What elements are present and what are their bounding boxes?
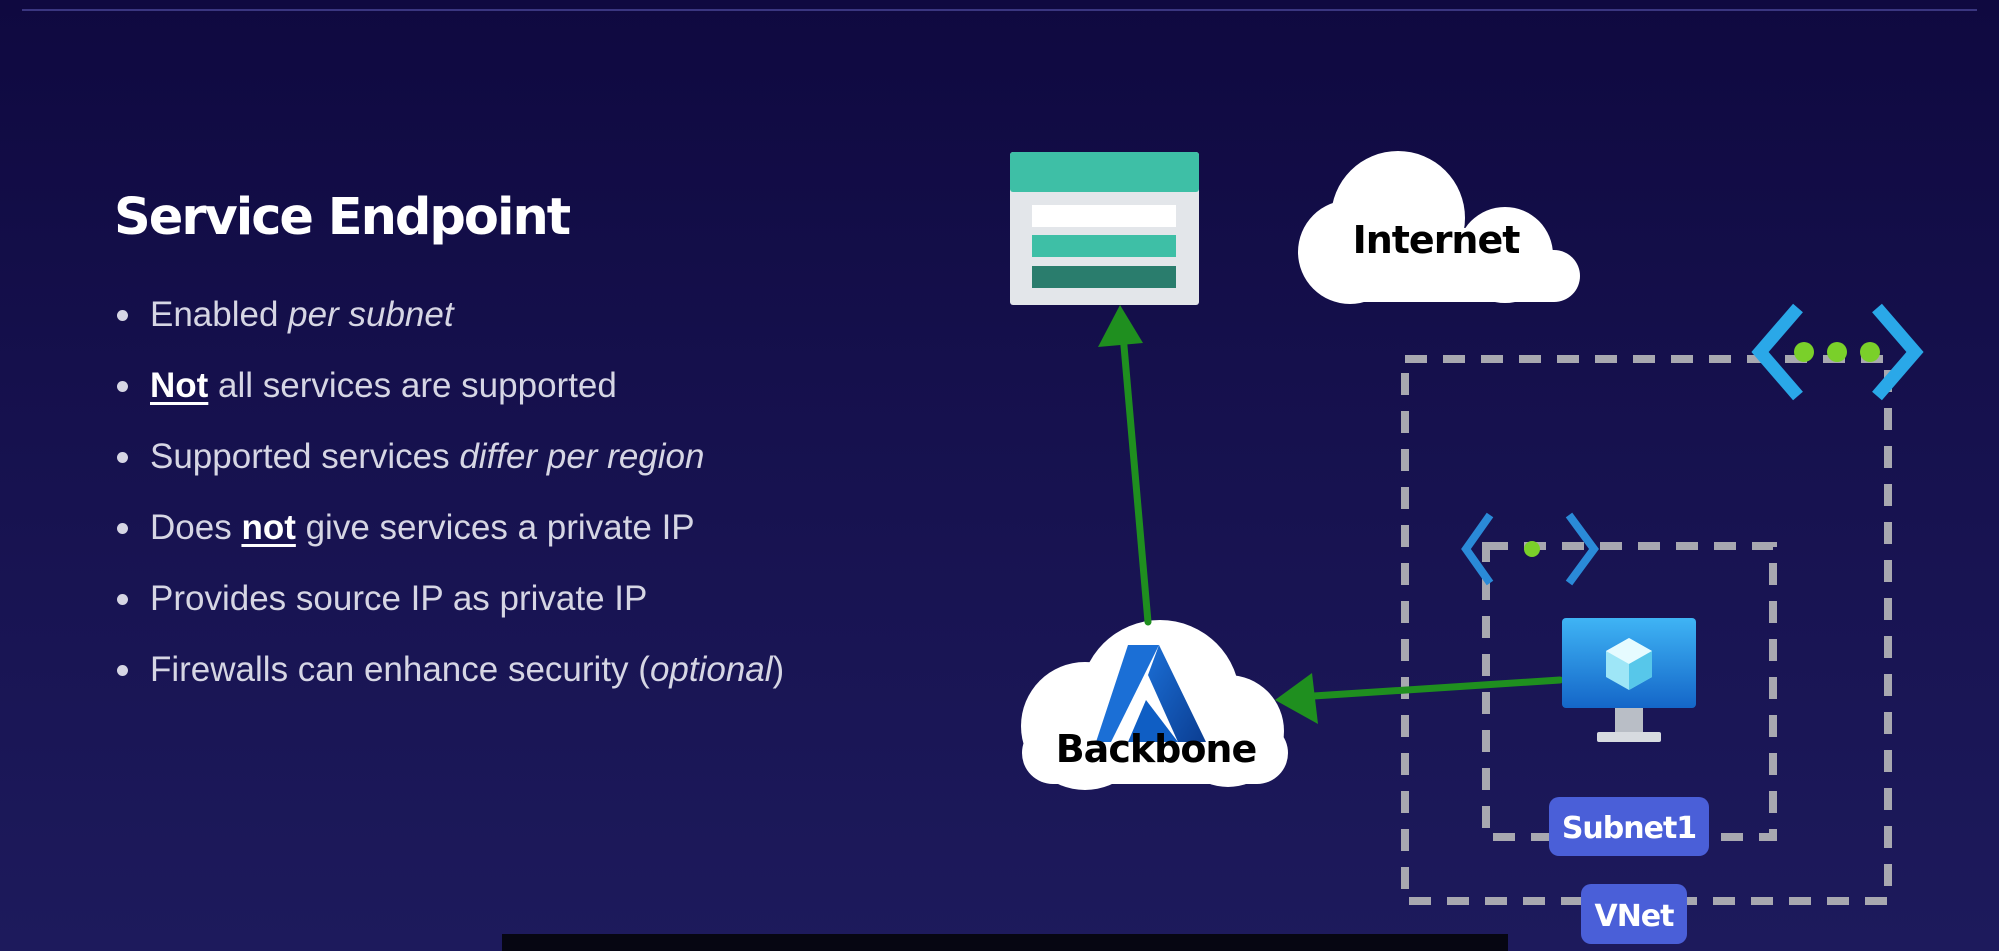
- subnet-label-badge: [1549, 797, 1709, 856]
- arrow-vm-to-backbone: [1275, 673, 1564, 724]
- bullet-item: Provides source IP as private IP: [114, 574, 784, 645]
- subnet-icon: [1461, 512, 1599, 586]
- bullet-item: Does not give services a private IP: [114, 503, 784, 574]
- vnet-label-badge: [1581, 884, 1687, 944]
- subnet-boundary: [1482, 542, 1777, 841]
- bullet-text: not: [241, 508, 296, 547]
- bullet-text: Enabled: [150, 295, 289, 334]
- vnet-label: VNet: [1594, 899, 1674, 934]
- slide-title: Service Endpoint: [114, 188, 571, 247]
- bullet-text: ): [772, 650, 785, 689]
- vnet-peering-icon: [1751, 303, 1924, 401]
- bullet-item: Supported services differ per region: [114, 432, 784, 503]
- bullet-item: Enabled per subnet: [114, 290, 784, 361]
- subnet-label: Subnet1: [1562, 811, 1696, 846]
- bullet-text: differ per region: [459, 437, 705, 476]
- arrow-backbone-to-storage: [1098, 305, 1152, 626]
- bullet-text: Supported services: [150, 437, 460, 476]
- bullet-text: give services a private IP: [295, 508, 695, 547]
- bottom-bar: [502, 934, 1508, 951]
- bullet-text: optional: [649, 650, 773, 689]
- bullet-text: per subnet: [288, 295, 454, 334]
- azure-logo-icon: [1096, 645, 1206, 742]
- internet-label: Internet: [1353, 218, 1521, 262]
- backbone-label: Backbone: [1056, 727, 1257, 771]
- internet-cloud-icon: [1298, 151, 1580, 304]
- bullet-text: Does: [150, 508, 242, 547]
- bullet-text: Not: [150, 366, 209, 405]
- virtual-machine-icon: [1562, 618, 1696, 742]
- bullet-text: Firewalls can enhance security (: [150, 650, 650, 689]
- top-divider-line: [22, 9, 1977, 11]
- storage-table-icon: [1010, 152, 1199, 305]
- bullet-text: all services are supported: [208, 366, 617, 405]
- bullet-text: Provides source IP as private IP: [150, 579, 648, 618]
- bullet-item: Firewalls can enhance security (optional…: [114, 645, 784, 716]
- bullet-item: Not all services are supported: [114, 361, 784, 432]
